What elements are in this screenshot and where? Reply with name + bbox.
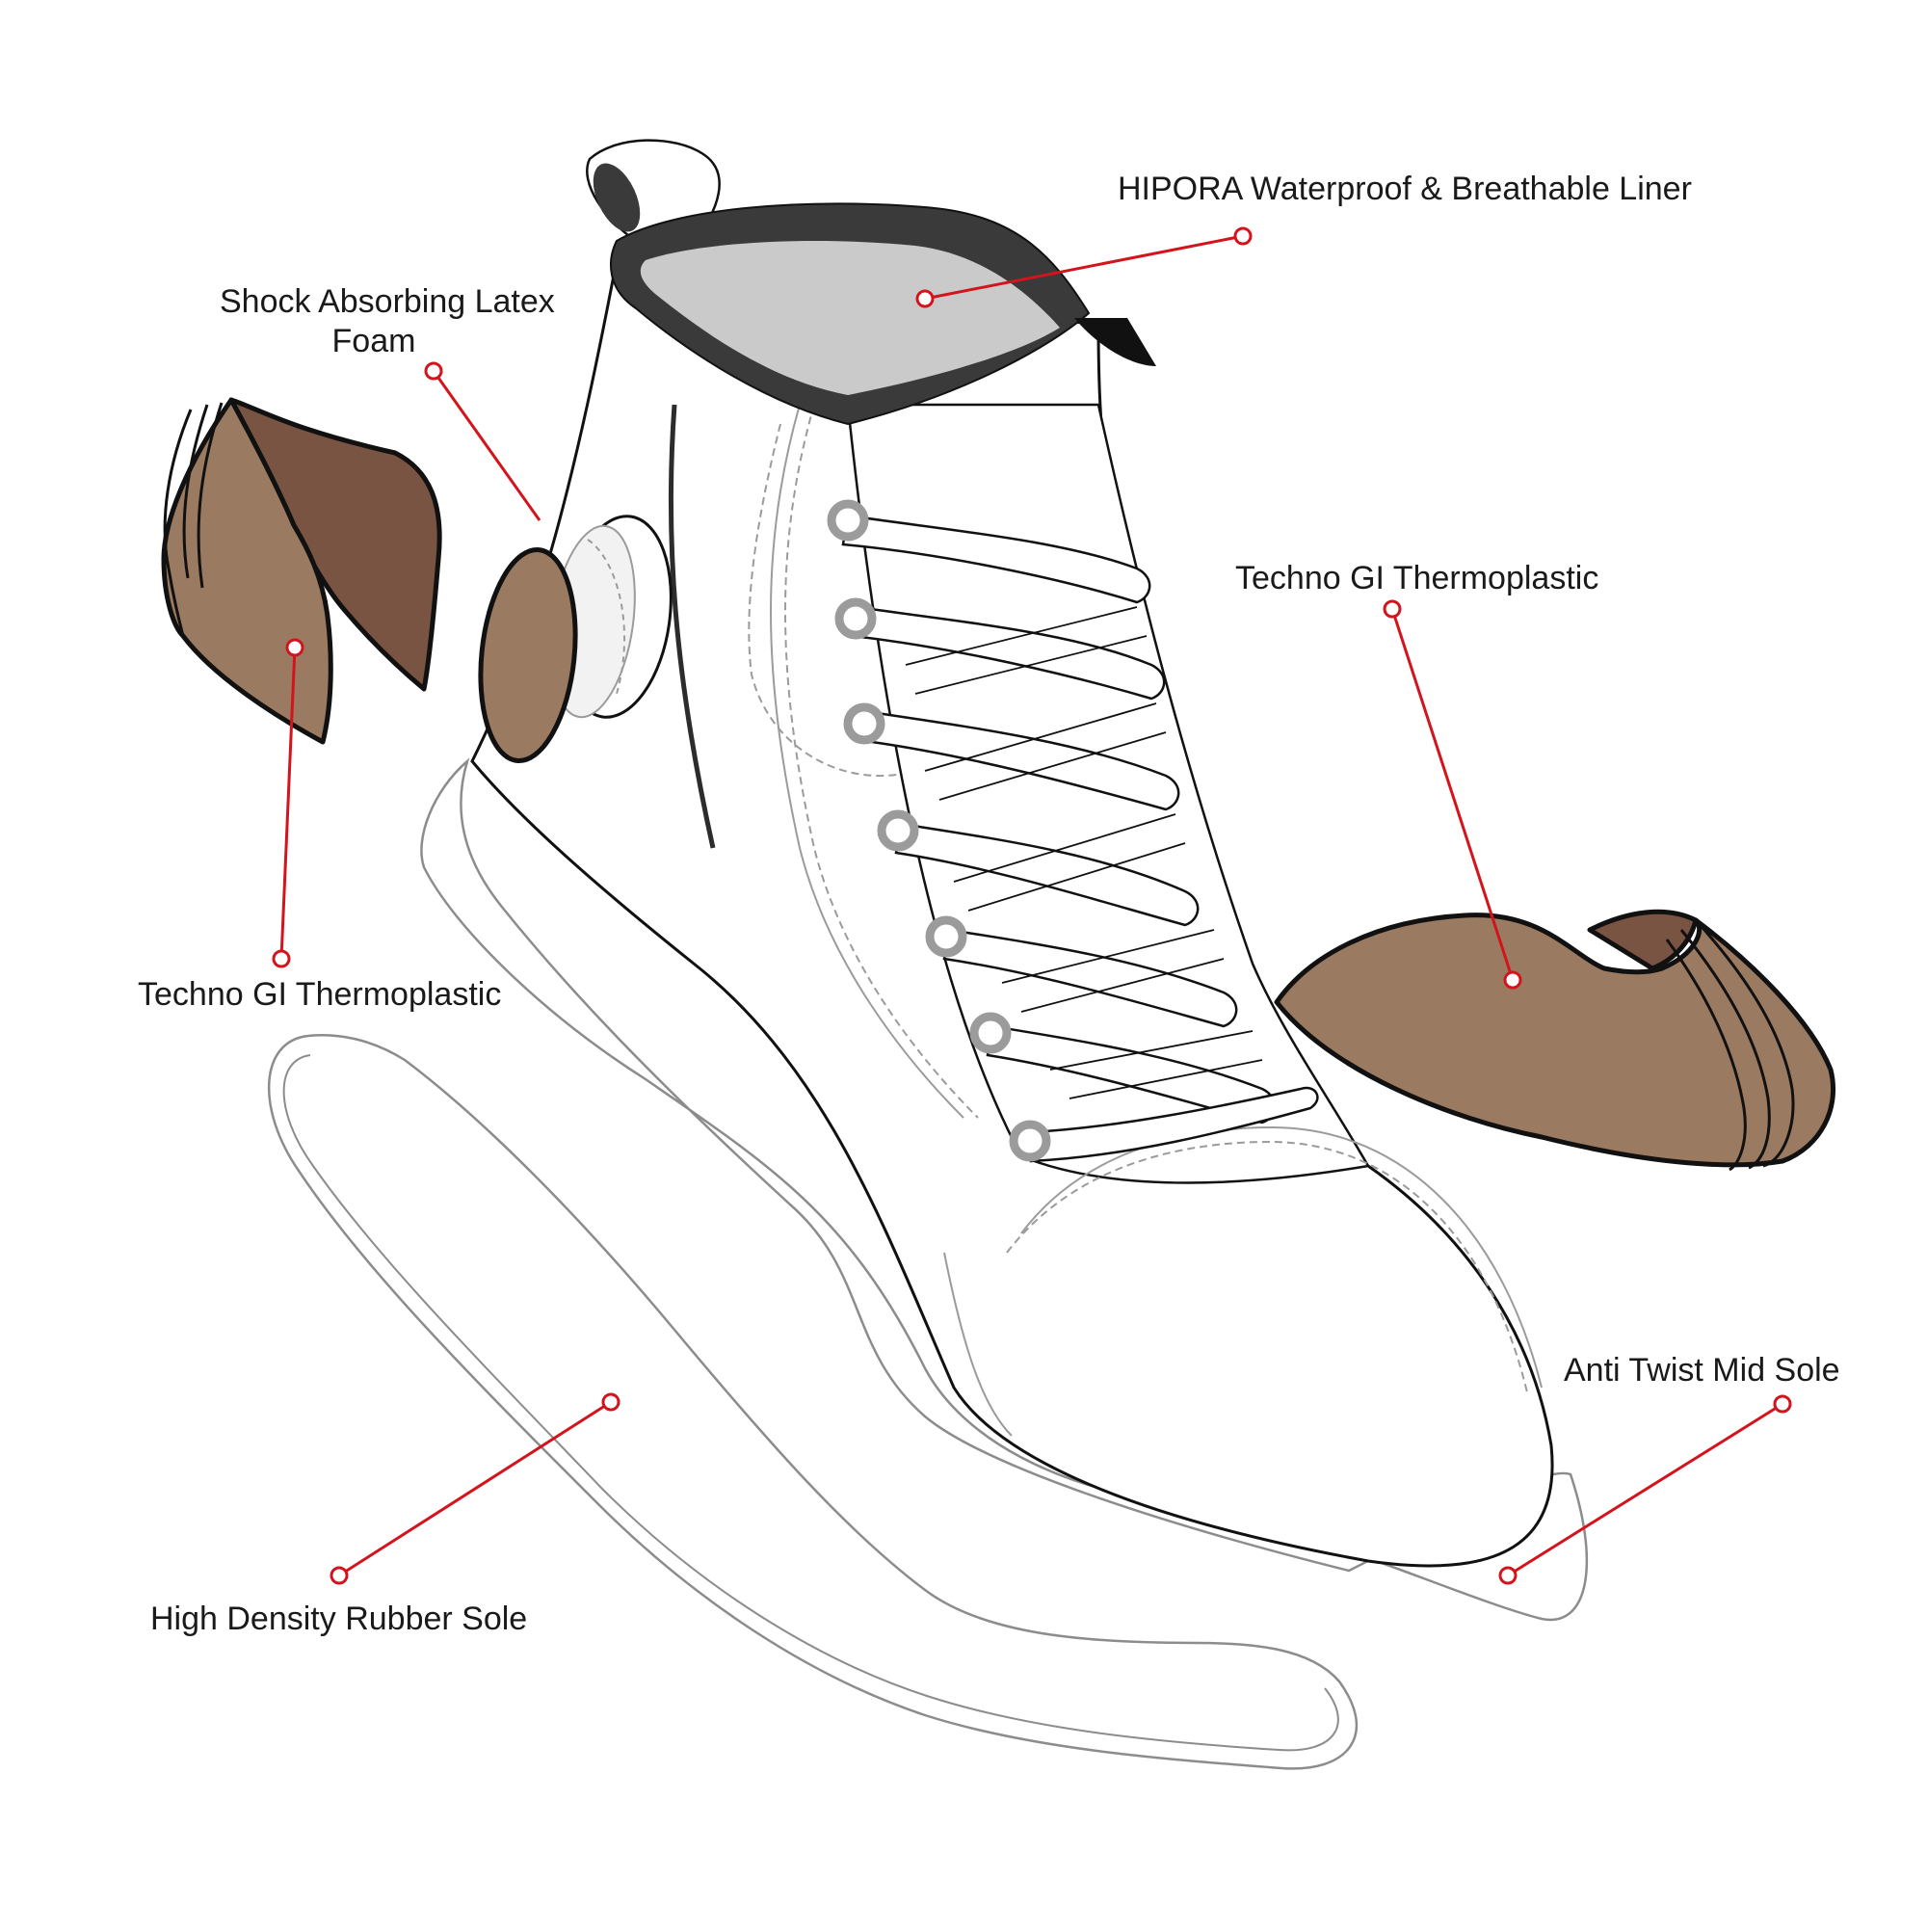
collar-liner bbox=[610, 202, 1156, 426]
eyelet-icon bbox=[969, 1012, 1012, 1054]
latex-foam-label: Shock Absorbing Latex Foam bbox=[220, 282, 555, 361]
right-armor-pin-icon bbox=[1503, 970, 1522, 990]
midsole-pin-icon bbox=[1498, 1566, 1518, 1585]
rubber-sole-label: High Density Rubber Sole bbox=[150, 1601, 528, 1637]
rubber-sole-shape bbox=[267, 1034, 1359, 1770]
rubber-sole-pin-icon bbox=[601, 1392, 620, 1412]
ankle-protector bbox=[478, 515, 673, 764]
thermoplastic-right-label: Techno GI Thermoplastic bbox=[1235, 560, 1599, 596]
foam-anchor-icon bbox=[424, 361, 443, 381]
eyelet-icon bbox=[877, 809, 919, 852]
eyelet-icon bbox=[827, 499, 869, 542]
eyelet-icon bbox=[834, 597, 877, 640]
eyelet-icon bbox=[925, 915, 967, 958]
left-armor-pin-icon bbox=[285, 638, 304, 657]
laces bbox=[841, 514, 1319, 1163]
thermoplastic-left-shape bbox=[161, 397, 442, 745]
midsole-anchor-icon bbox=[1773, 1394, 1792, 1414]
eyelet-icon bbox=[1009, 1120, 1051, 1162]
callout-leaders bbox=[272, 226, 1792, 1585]
thermoplastic-left-label: Techno GI Thermoplastic bbox=[138, 976, 502, 1013]
eyelets bbox=[827, 499, 1051, 1162]
thermoplastic-right-shape bbox=[1274, 909, 1836, 1172]
latex-foam-label-line1: Shock Absorbing Latex bbox=[220, 283, 555, 320]
lace-crossings bbox=[905, 606, 1263, 1099]
liner-pin-icon bbox=[915, 289, 935, 308]
latex-foam-label-line2: Foam bbox=[331, 322, 416, 359]
liner-label: HIPORA Waterproof & Breathable Liner bbox=[1118, 171, 1692, 207]
liner-anchor-icon bbox=[1233, 226, 1253, 246]
eyelet-icon bbox=[843, 702, 885, 745]
right-armor-anchor-icon bbox=[1383, 599, 1402, 619]
hipora-liner-shape bbox=[640, 241, 1060, 395]
rubber-sole-anchor-icon bbox=[330, 1566, 349, 1585]
left-armor-anchor-icon bbox=[272, 949, 291, 968]
mid-sole-label: Anti Twist Mid Sole bbox=[1564, 1352, 1840, 1389]
